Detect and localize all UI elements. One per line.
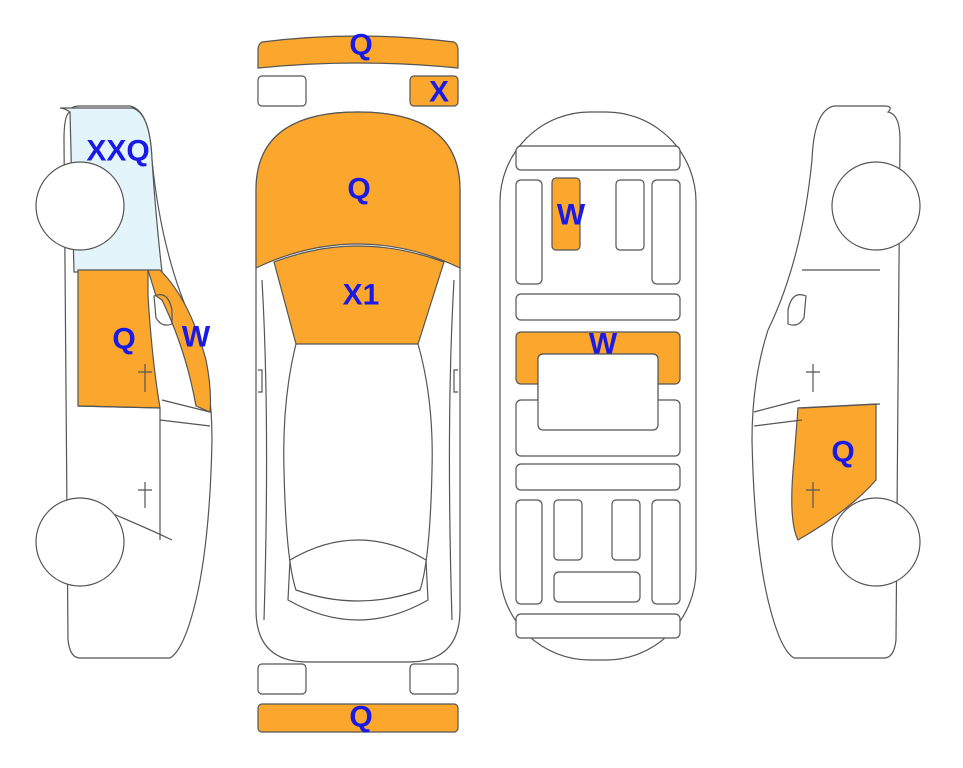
- floor-front-panel: [551, 177, 581, 251]
- left-door-lower: [77, 405, 161, 540]
- underbody-right-rail-rear: [651, 499, 681, 605]
- left-mirror: [258, 369, 263, 393]
- code-front-bumper: Q: [349, 29, 372, 62]
- top-view: [255, 35, 461, 733]
- damage-codes: Q X Q X1 Q XXQ Q W W W Q: [86, 29, 854, 734]
- front-left-light: [257, 75, 307, 107]
- code-front-right-part: X: [429, 76, 449, 109]
- underbody-left-rail-front: [515, 179, 543, 285]
- rear-right-light: [409, 663, 459, 695]
- underbody-front-bar: [515, 145, 681, 171]
- right-side-line: [448, 279, 455, 621]
- underbody-center-rear-left: [553, 499, 583, 561]
- right-door-line: [801, 269, 881, 409]
- left-a-pillar: [147, 269, 212, 413]
- rear-bumper: [257, 703, 459, 733]
- left-side-line: [261, 279, 268, 621]
- right-mirror-shape: [787, 294, 807, 326]
- right-handle-front: [806, 364, 820, 392]
- underbody-rear-plate: [553, 571, 641, 603]
- underbody-right-rail-front: [651, 179, 681, 285]
- code-left-front-door: Q: [112, 323, 135, 356]
- code-left-a-pillar: W: [182, 321, 211, 354]
- hood: [255, 111, 461, 269]
- code-left-front-window: XXQ: [86, 135, 149, 168]
- underbody-center-front: [615, 179, 645, 251]
- left-rear-wheel: [35, 497, 125, 587]
- left-front-wheel: [35, 161, 125, 251]
- underbody-view: [499, 111, 697, 661]
- underbody-center-rear-right: [611, 499, 641, 561]
- code-windshield: X1: [343, 279, 380, 312]
- right-side-view: [751, 105, 921, 659]
- left-handle-rear: [138, 482, 152, 508]
- rear-left-light: [257, 663, 307, 695]
- underbody-left-rail-rear: [515, 499, 543, 605]
- right-mirror: [453, 369, 458, 393]
- underbody-rear-bar: [515, 613, 681, 639]
- code-rear-bumper: Q: [349, 701, 372, 734]
- roof-outline: [283, 343, 433, 602]
- code-floor-middle: W: [589, 328, 618, 361]
- left-window-line: [159, 399, 211, 427]
- right-handle-rear: [806, 482, 820, 508]
- underbody-crossmember-1: [515, 293, 681, 321]
- underbody-center-plate-top: [537, 353, 659, 431]
- windshield: [273, 245, 445, 345]
- right-front-wheel: [831, 161, 921, 251]
- underbody-crossmember-3: [515, 463, 681, 491]
- left-handle-front: [138, 364, 152, 392]
- front-bumper: [257, 35, 459, 69]
- front-right-light: [409, 75, 459, 107]
- code-right-rear-door: Q: [831, 436, 854, 469]
- left-side-view: [35, 105, 213, 659]
- left-mirror-shape: [153, 294, 173, 326]
- rear-window: [287, 539, 429, 621]
- right-rear-wheel: [831, 497, 921, 587]
- code-floor-front: W: [557, 199, 586, 232]
- code-hood: Q: [347, 173, 370, 206]
- right-window-line: [753, 399, 803, 427]
